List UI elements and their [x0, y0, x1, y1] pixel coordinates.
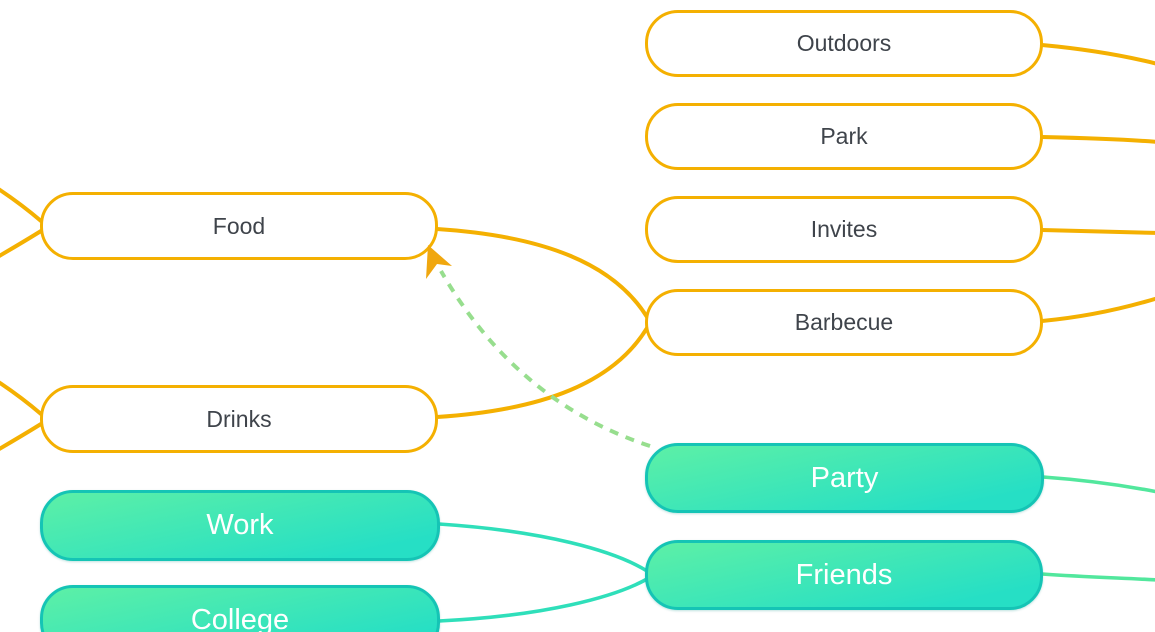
edge-park-parent — [1040, 135, 1155, 144]
edge-friends-college — [437, 577, 649, 623]
node-drinks[interactable]: Drinks — [40, 385, 438, 453]
edge-barbecue-food — [435, 227, 649, 319]
edge-food-child-stub-top — [0, 187, 43, 223]
node-work-label: Work — [206, 509, 274, 541]
node-drinks-label: Drinks — [206, 405, 272, 432]
edge-friends-parent — [1040, 572, 1155, 582]
edge-outdoors-parent — [1040, 43, 1155, 66]
node-park[interactable]: Park — [645, 103, 1043, 170]
node-outdoors[interactable]: Outdoors — [645, 10, 1043, 77]
node-invites-label: Invites — [810, 216, 878, 242]
node-barbecue-label: Barbecue — [794, 309, 894, 335]
node-party[interactable]: Party — [645, 443, 1044, 513]
node-invites[interactable]: Invites — [645, 196, 1043, 263]
edge-food-child-stub-bottom — [0, 229, 43, 258]
edge-barbecue-parent — [1040, 296, 1155, 323]
node-park-label: Park — [820, 123, 868, 149]
node-friends-label: Friends — [795, 558, 893, 591]
node-college[interactable]: College — [40, 585, 440, 632]
node-barbecue[interactable]: Barbecue — [645, 289, 1043, 356]
edge-barbecue-drinks — [435, 326, 649, 419]
node-college-label: College — [190, 604, 290, 632]
node-work[interactable]: Work — [40, 490, 440, 561]
node-food[interactable]: Food — [40, 192, 438, 260]
relationship-party-to-food-line — [439, 270, 651, 448]
node-friends[interactable]: Friends — [645, 540, 1043, 610]
edge-invites-parent — [1040, 228, 1155, 235]
edge-friends-work — [437, 522, 649, 573]
node-food-label: Food — [212, 212, 266, 239]
edge-drinks-child-stub-bottom — [0, 422, 43, 451]
node-party-label: Party — [810, 461, 879, 494]
edge-party-parent — [1041, 475, 1155, 494]
node-outdoors-label: Outdoors — [796, 30, 892, 56]
relationship-arrowhead-icon — [426, 245, 452, 279]
edge-drinks-child-stub-top — [0, 380, 43, 416]
